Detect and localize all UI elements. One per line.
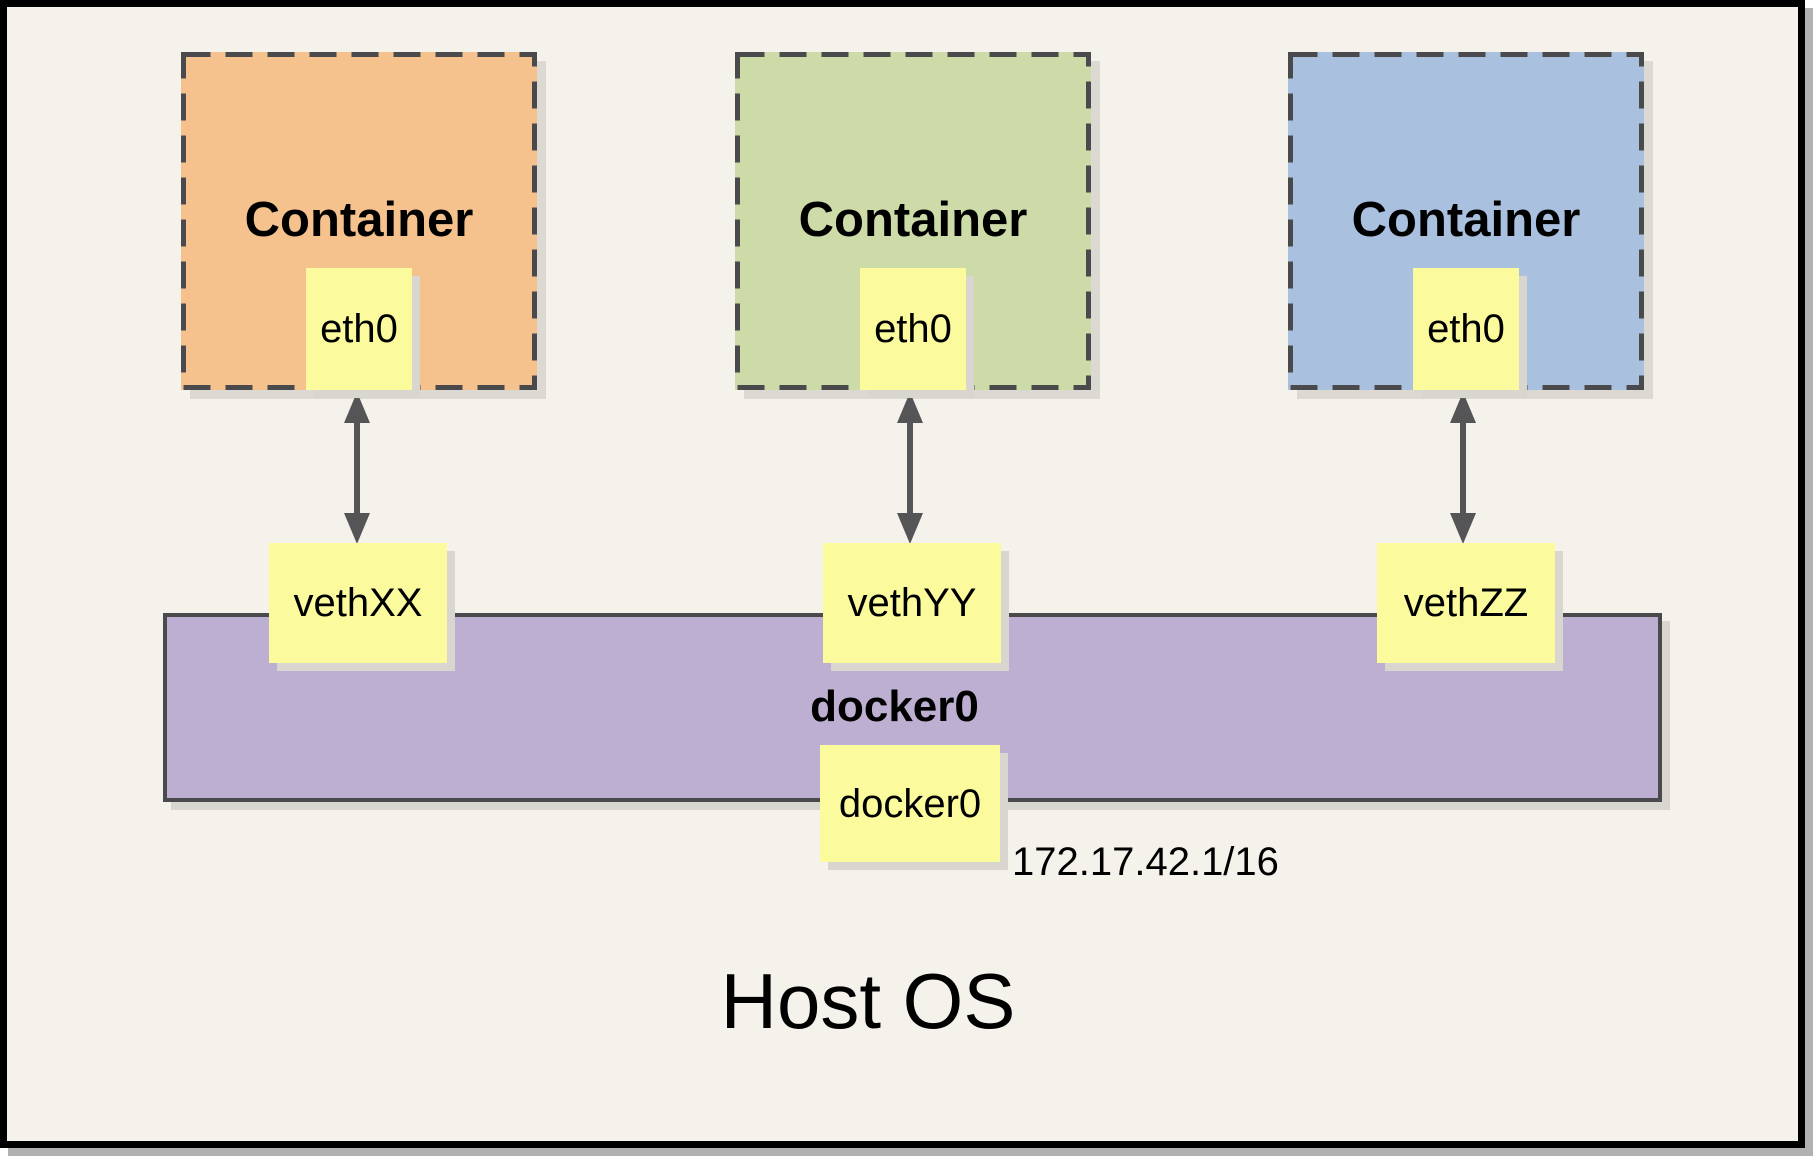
- eth0-note-2: eth0: [860, 268, 966, 390]
- vethyy-label: vethYY: [847, 581, 977, 625]
- vethxx-label: vethXX: [293, 581, 423, 625]
- eth0-note-3: eth0: [1413, 268, 1519, 390]
- docker0-interface-label: docker0: [838, 781, 982, 826]
- eth0-label: eth0: [320, 307, 398, 351]
- container-box-3: Container eth0: [1288, 52, 1644, 390]
- vethyy-note: vethYY: [823, 543, 1001, 663]
- vethzz-note: vethZZ: [1377, 543, 1555, 663]
- host-os-title: Host OS: [720, 957, 1016, 1045]
- docker0-bridge-label: docker0: [810, 682, 979, 731]
- bridge-ip-label: 172.17.42.1/16: [1012, 840, 1279, 884]
- vethzz-label: vethZZ: [1403, 581, 1529, 625]
- docker0-interface-note: docker0: [820, 745, 1000, 862]
- container-title: Container: [1351, 193, 1581, 247]
- container-title: Container: [244, 193, 474, 247]
- eth0-note-1: eth0: [306, 268, 412, 390]
- eth0-label: eth0: [874, 307, 952, 351]
- double-arrow-icon-2: [897, 392, 923, 544]
- vethxx-note: vethXX: [269, 543, 447, 663]
- eth0-label: eth0: [1427, 307, 1505, 351]
- double-arrow-icon-3: [1450, 392, 1476, 544]
- double-arrow-icon-1: [344, 392, 370, 544]
- container-box-2: Container eth0: [735, 52, 1091, 390]
- container-title: Container: [798, 193, 1028, 247]
- container-box-1: Container eth0: [181, 52, 537, 390]
